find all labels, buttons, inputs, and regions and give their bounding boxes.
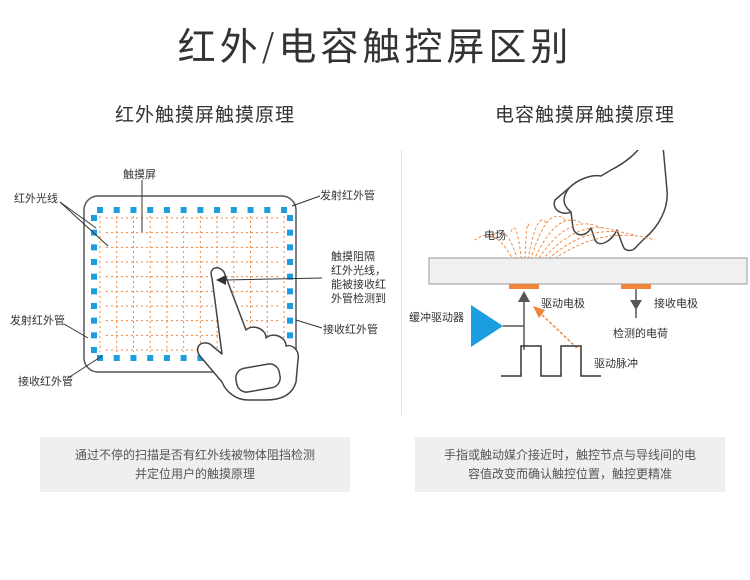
capacitive-diagram: [428, 150, 748, 377]
label-block-4: 外管检测到: [331, 292, 386, 305]
section-divider: [401, 150, 402, 415]
drive-pulse-wave: [501, 345, 601, 377]
infrared-caption: 通过不停的扫描是否有红外线被物体阻挡检测 并定位用户的触摸原理: [40, 437, 350, 492]
glass-panel: [428, 257, 748, 285]
capacitive-caption: 手指或触动媒介接近时，触控节点与导线间的电 容值改变而确认触控位置，触控更精准: [415, 437, 725, 492]
hand-touch-icon: [553, 150, 668, 252]
capacitive-subtitle: 电容触摸屏触摸原理: [494, 104, 675, 126]
label-block-1: 触摸阻隔: [331, 250, 375, 263]
label-buffer-driver: 缓冲驱动器: [409, 311, 464, 324]
label-ir-light: 红外光线: [14, 192, 58, 205]
capacitive-caption-line-1: 手指或触动媒介接近时，触控节点与导线间的电: [443, 447, 696, 462]
hand-pointer-icon: [196, 267, 300, 401]
pulse-arrowhead: [533, 306, 545, 318]
label-touchscreen: 触摸屏: [123, 168, 156, 181]
drive-up-arrow: [518, 291, 530, 302]
buffer-driver-triangle: [471, 305, 503, 347]
label-field: 电场: [484, 229, 506, 242]
infrared-caption-line-2: 并定位用户的触摸原理: [134, 466, 255, 481]
label-receiver-bottom: 接收红外管: [18, 375, 73, 388]
label-receiver-right: 接收红外管: [323, 323, 378, 336]
label-emitter-left: 发射红外管: [10, 314, 65, 327]
receive-down-arrow: [630, 300, 642, 310]
label-block-2: 红外光线，: [331, 264, 386, 277]
label-receive-electrode: 接收电极: [654, 297, 698, 310]
label-detected-charge: 检测的电荷: [613, 327, 668, 340]
page-title: 红外/电容触控屏区别: [177, 25, 573, 69]
receive-electrode: [621, 284, 651, 289]
infrared-callout-lines: [59, 180, 323, 379]
infrared-grid: [99, 216, 285, 352]
capacitive-caption-line-2: 容值改变而确认触控位置，触控更精准: [467, 466, 672, 481]
label-drive-electrode: 驱动电极: [541, 297, 585, 310]
label-emitter-top: 发射红外管: [320, 189, 375, 202]
label-drive-pulse: 驱动脉冲: [594, 357, 638, 370]
infrared-caption-line-1: 通过不停的扫描是否有红外线被物体阻挡检测: [74, 447, 315, 462]
drive-electrode: [509, 284, 539, 289]
infrared-diagram: [59, 180, 323, 401]
label-block-3: 能被接收红: [331, 278, 386, 291]
block-arrowhead: [216, 275, 226, 285]
infrared-subtitle: 红外触摸屏触摸原理: [114, 104, 295, 126]
